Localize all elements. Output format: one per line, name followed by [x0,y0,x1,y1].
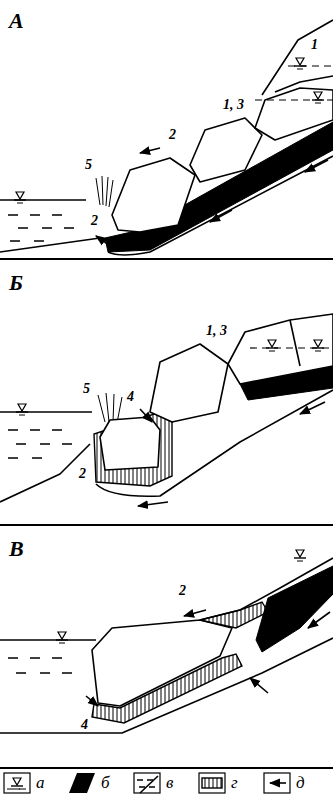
callout-number: 1, 3 [222,98,245,112]
panel-letter: Б [8,272,24,294]
callout-number: 2 [178,584,187,598]
callout-number: 1 [310,38,319,52]
panel-letter: В [8,538,25,560]
callout-number: 2 [78,467,87,481]
panel-c [0,550,333,733]
legend-letter: г [230,774,239,791]
legend-letter: б [100,774,111,791]
callout-number: 4 [126,390,135,404]
legend-swatch [69,773,95,793]
callout-number: 2 [168,128,177,142]
panel-letter: А [8,10,25,32]
callout-number: 4 [80,718,89,732]
legend-letter: а [35,774,46,791]
panel-b [0,314,333,506]
callout-number: 5 [82,382,91,396]
callout-number: 2 [90,214,99,228]
callout-number: 1, 3 [205,324,228,338]
callout-number: 5 [84,158,93,172]
legend-letter: д [295,774,306,791]
legend-symbols [4,773,290,793]
legend-letter: в [165,774,174,791]
panel-a [0,20,333,255]
